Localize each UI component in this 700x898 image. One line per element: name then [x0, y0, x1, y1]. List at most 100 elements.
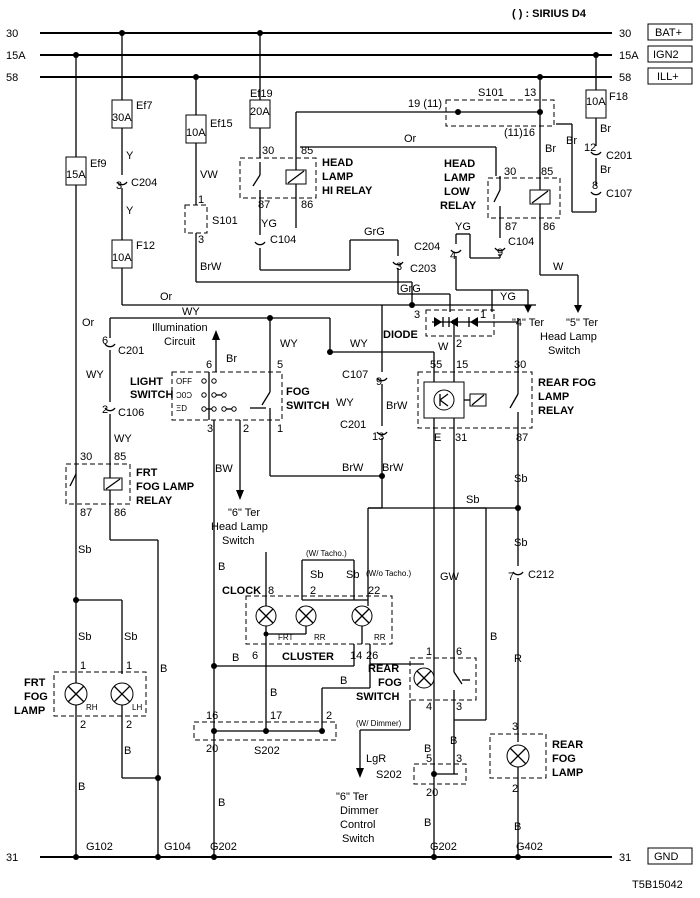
relay-low-title: RELAY: [440, 200, 477, 212]
rail-tag: GND: [654, 851, 679, 863]
wire-color: B: [450, 735, 457, 747]
wire-color: YG: [455, 221, 471, 233]
pin-number: 12: [584, 142, 596, 154]
wire-color: VW: [200, 169, 218, 181]
wire-color: R: [514, 653, 522, 665]
variant-note: (W/ Dimmer): [356, 719, 402, 728]
relay-rear-fog: [417, 371, 533, 429]
wire-color: WY: [182, 306, 200, 318]
pin-number: 55: [430, 359, 442, 371]
rail-label: 30: [6, 28, 18, 40]
rear-fog-switch-box: [409, 657, 477, 701]
pin-number: 3: [116, 180, 122, 192]
pin-number: 8: [592, 180, 598, 192]
ref-dimmer: Dimmer: [340, 805, 379, 817]
pin-number: 1: [80, 660, 86, 672]
junction: [515, 854, 521, 860]
pin-number: 2: [512, 783, 518, 795]
pin-number: 85: [541, 166, 553, 178]
pin-number: 4: [426, 701, 432, 713]
wire-color: Br: [226, 353, 237, 365]
rail-label: 30: [619, 28, 631, 40]
connector-c204: C204: [414, 241, 440, 253]
wire-color: Br: [566, 135, 577, 147]
wire-color: B: [218, 797, 225, 809]
connector-c104: C104: [508, 236, 534, 248]
splice-s202: S202: [376, 769, 402, 781]
lamp-side: LH: [132, 703, 142, 712]
pin-number: 2: [80, 719, 86, 731]
pin-number: 87: [258, 199, 270, 211]
rear-fog-lamp-title: FOG: [552, 753, 576, 765]
wire-color: B: [424, 817, 431, 829]
wire-color: Or: [404, 133, 417, 145]
rear-fog-switch-title: REAR: [368, 663, 399, 675]
fog-switch-title: FOG: [286, 386, 310, 398]
pin-number: (11)16: [504, 127, 535, 139]
fuse-rating: 30A: [112, 112, 132, 124]
relay-low-title: HEAD: [444, 158, 475, 170]
connector-c203: C203: [410, 263, 436, 275]
ref-ter6: "6" Ter: [228, 507, 260, 519]
fuse-name: F18: [609, 91, 628, 103]
wire-color: BrW: [382, 462, 404, 474]
relay-frt-title: FRT: [136, 467, 158, 479]
pin-number: 3: [396, 261, 402, 273]
wire-color: Sb: [514, 473, 527, 485]
relay-hi-title: HEAD: [322, 157, 353, 169]
wire-color: Br: [545, 143, 556, 155]
frt-fog-lamp-title: FRT: [24, 677, 46, 689]
wire-color: B: [218, 561, 225, 573]
switch-position: Ɔ0Ɔ: [176, 391, 192, 400]
pin-number: 30: [80, 451, 92, 463]
splice-s101: S101: [212, 215, 238, 227]
wire-color: B: [424, 743, 431, 755]
wire-color: B: [232, 652, 239, 664]
fuse-name: Ef7: [136, 100, 153, 112]
rear-fog-lamp-title: REAR: [552, 739, 583, 751]
relay-head-lamp-hi: [239, 157, 317, 199]
ref-hls: Switch: [548, 345, 580, 357]
pin-number: 1: [426, 646, 432, 658]
rr-fog-indicator-bulb: [351, 605, 373, 627]
wire-color: WY: [336, 397, 354, 409]
relay-hi-title: HI RELAY: [322, 185, 373, 197]
wire-color: B: [270, 687, 277, 699]
fuse-rating: 15A: [66, 169, 86, 181]
relay-hi-title: LAMP: [322, 171, 353, 183]
frt-fog-lamp-rh-bulb: [64, 682, 88, 706]
relay-rear-title: LAMP: [538, 391, 569, 403]
rear-fog-lamp-bulb: [506, 744, 530, 768]
frt-fog-lamp-lh-bulb: [110, 682, 134, 706]
junction: [409, 302, 415, 308]
wire-color: GrG: [364, 226, 385, 238]
light-switch-title: SWITCH: [130, 389, 173, 401]
pin-number: 8: [268, 585, 274, 597]
fuse-name: F12: [136, 240, 155, 252]
splice-s202-right: [413, 763, 467, 785]
wire-color: Br: [600, 164, 611, 176]
ground-g202: G202: [430, 841, 457, 853]
pin-number: 5: [426, 753, 432, 765]
junction: [155, 775, 161, 781]
junction: [263, 631, 269, 637]
ref-hls: Head Lamp: [540, 331, 597, 343]
splice-s202: S202: [254, 745, 280, 757]
rail-label: 15A: [6, 50, 26, 62]
wire-color: BrW: [342, 462, 364, 474]
ground-g104: G104: [164, 841, 191, 853]
fuse-name: Ef15: [210, 118, 233, 130]
ground-g202: G202: [210, 841, 237, 853]
fog-switch-title: SWITCH: [286, 400, 329, 412]
variant-note: (W/o Tacho.): [366, 569, 412, 578]
frt-fog-lamp-title: FOG: [24, 691, 48, 703]
wire-color: B: [124, 745, 131, 757]
pin-number: 30: [262, 145, 274, 157]
ref-dimmer: Control: [340, 819, 375, 831]
diagram-code: T5B15042: [632, 879, 683, 891]
wire-color: GW: [440, 571, 460, 583]
wire-color: WY: [350, 338, 368, 350]
pin-number: 26: [366, 650, 378, 662]
rear-fog-lamp-title: LAMP: [552, 767, 583, 779]
